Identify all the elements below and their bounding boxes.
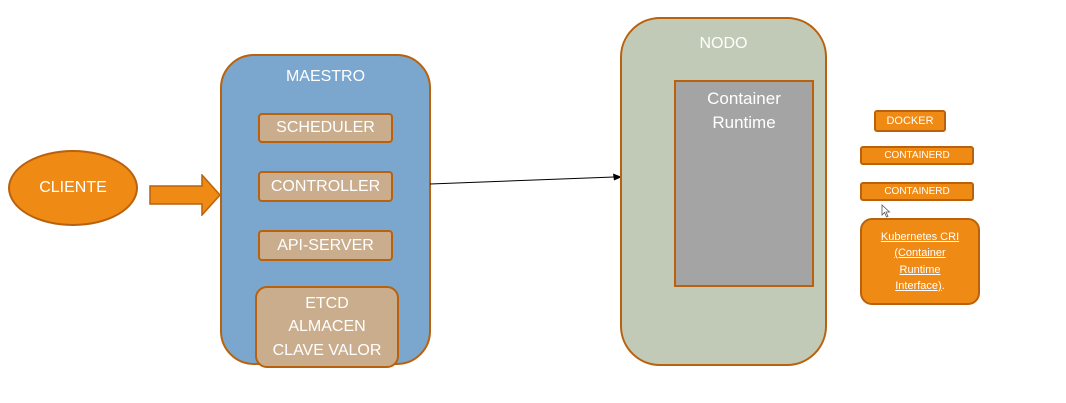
scheduler-label: SCHEDULER (276, 119, 375, 136)
containerd-box-2: CONTAINERD (860, 182, 974, 201)
kubernetes-cri-box: Kubernetes CRI (Container Runtime Interf… (860, 218, 980, 305)
client-to-master-arrow (149, 174, 222, 216)
cri-line-4: Interface). (895, 278, 945, 295)
controller-label: CONTROLLER (270, 177, 381, 195)
controller-box: CONTROLLER (258, 171, 393, 202)
maestro-title: MAESTRO (285, 68, 366, 85)
runtime-line-2: Runtime (712, 112, 776, 132)
cliente-label: CLIENTE (39, 179, 107, 196)
container-runtime-box (674, 80, 814, 287)
etcd-box: ETCD ALMACEN CLAVE VALOR (255, 286, 399, 368)
docker-box: DOCKER (874, 110, 946, 132)
cri-link-line-4[interactable]: Interface) (895, 280, 942, 292)
containerd-label-1: CONTAINERD (884, 150, 950, 161)
container-runtime-label: Container Runtime (674, 87, 814, 135)
etcd-line-3: CLAVE VALOR (272, 341, 382, 359)
containerd-box-1: CONTAINERD (860, 146, 974, 165)
docker-label: DOCKER (886, 115, 934, 127)
nodo-title: NODO (699, 35, 748, 52)
cliente-node: CLIENTE (8, 150, 138, 226)
etcd-line-2: ALMACEN (288, 318, 366, 336)
cri-period: . (941, 280, 945, 292)
runtime-line-1: Container (707, 89, 781, 108)
api-server-label: API-SERVER (277, 236, 374, 254)
mouse-pointer-icon (881, 204, 891, 218)
cri-link-line-2[interactable]: (Container (894, 247, 946, 259)
connector-arrowhead (613, 173, 622, 181)
cri-link-line-3[interactable]: Runtime (899, 263, 941, 276)
etcd-line-1: ETCD (305, 295, 349, 313)
api-server-box: API-SERVER (258, 230, 393, 261)
master-to-node-connector (430, 173, 622, 185)
scheduler-box: SCHEDULER (258, 113, 393, 143)
containerd-label-2: CONTAINERD (884, 186, 950, 197)
cri-link-line-1[interactable]: Kubernetes CRI (880, 230, 960, 243)
